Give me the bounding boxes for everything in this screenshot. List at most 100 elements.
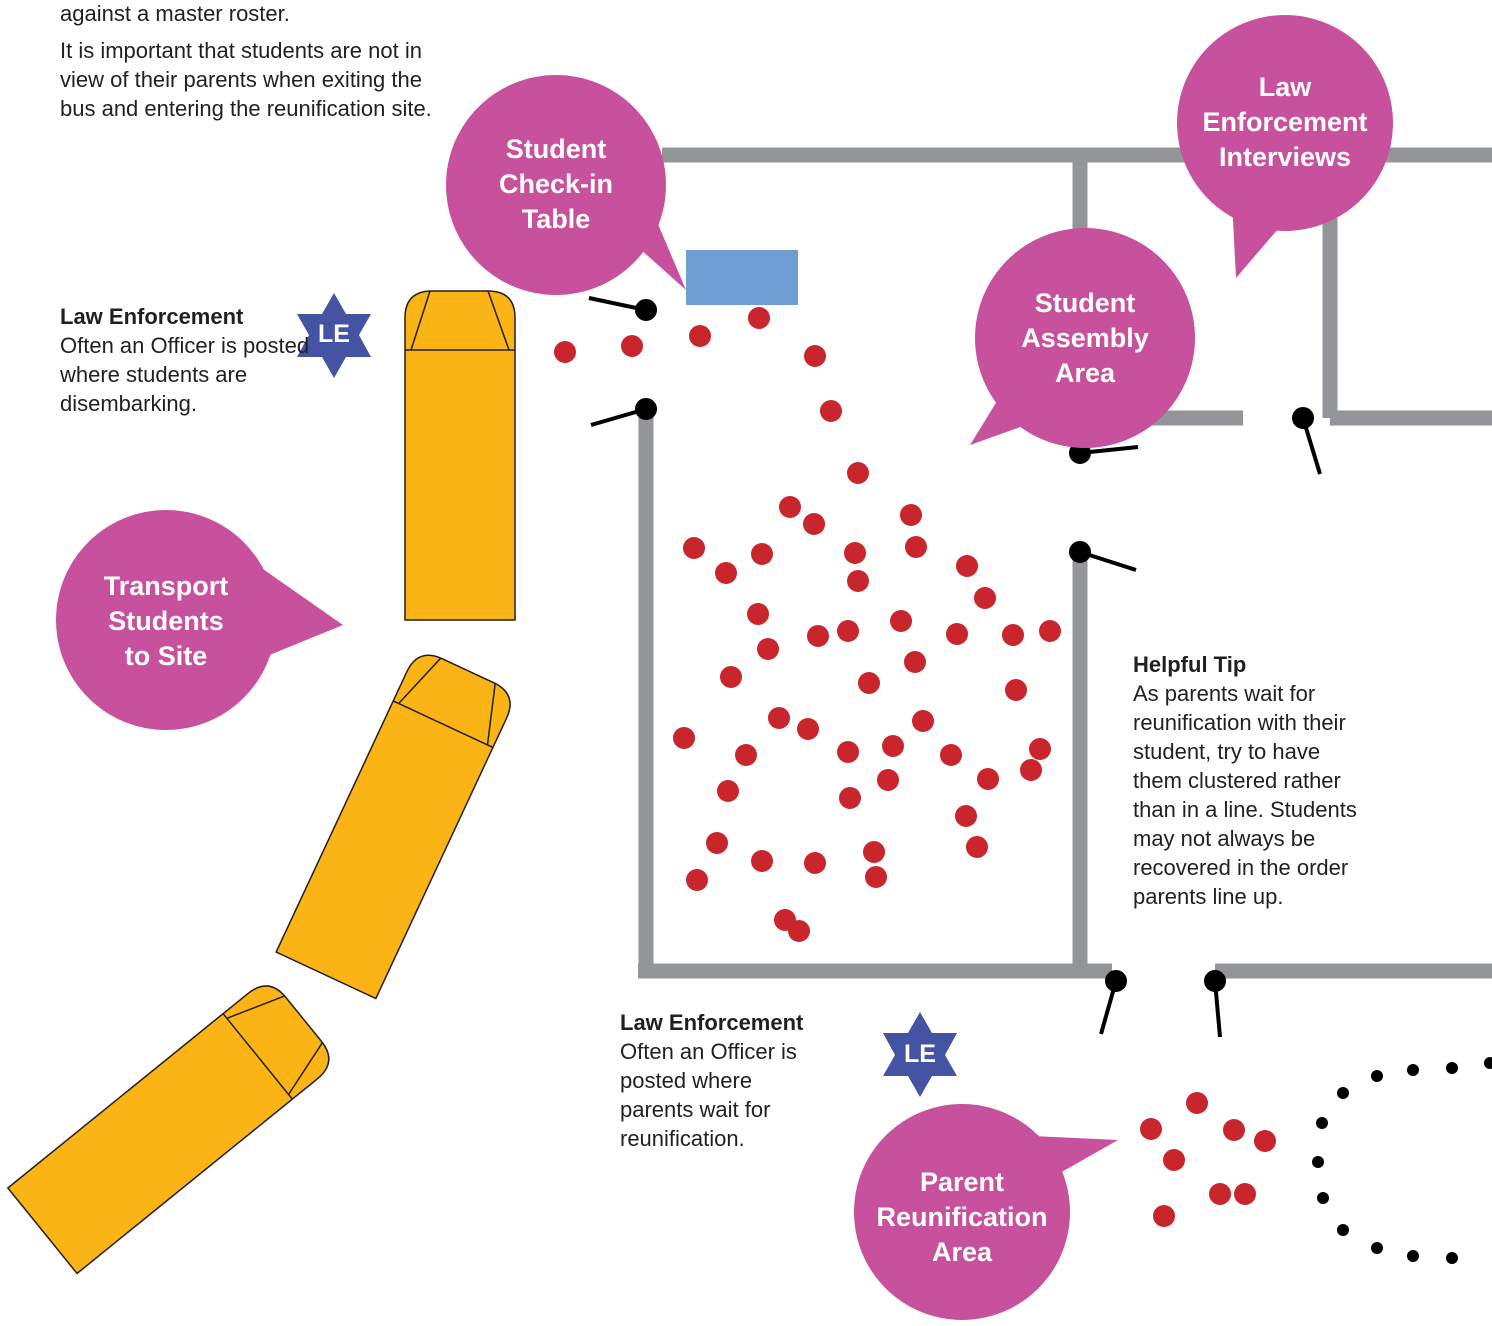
person-dot-icon [768,707,790,729]
bubble-parent-line-2: Reunification [876,1202,1048,1232]
person-dot-icon [847,570,869,592]
intro-text: against a master roster. It is important… [60,0,450,123]
person-dot-icon [966,836,988,858]
speech-bubbles [56,15,1393,1320]
bubble-check-in-line-3: Table [521,204,591,234]
person-dot-icon [905,536,927,558]
person-dot-icon [715,562,737,584]
person-dot-icon [807,625,829,647]
bubble-check-in-table [446,75,686,295]
person-dot-icon [779,496,801,518]
door-icon [588,296,657,321]
bubble-interviews-line-3: Interviews [1218,142,1352,172]
person-dot-icon [748,307,770,329]
person-dot-icon [804,345,826,367]
bubble-transport-label: Transport Students to Site [66,569,266,674]
waiting-path-dot [1407,1250,1419,1262]
bubble-check-in-label: Student Check-in Table [456,132,656,237]
person-dot-icon [858,672,880,694]
person-dot-icon [1223,1119,1245,1141]
law-enforcement-star-icon [883,1012,957,1097]
person-dot-icon [1002,624,1024,646]
le-top-note: Law Enforcement Often an Officer is post… [60,302,332,418]
person-dot-icon [844,542,866,564]
bubble-assembly-line-2: Assembly [1021,323,1149,353]
person-dot-icon [683,537,705,559]
person-dot-icon [956,555,978,577]
person-dot-icon [977,768,999,790]
person-dot-icon [689,325,711,347]
person-dot-icon [946,623,968,645]
waiting-path-dot [1312,1156,1324,1168]
bubble-check-in-line-2: Check-in [498,169,614,199]
parent-waiting-path [1312,1057,1492,1264]
person-dot-icon [1020,759,1042,781]
bubble-interviews-label: Law Enforcement Interviews [1180,70,1390,175]
school-bus-icon [404,290,516,621]
bubble-assembly-line-3: Area [1054,358,1116,388]
person-dot-icon [820,400,842,422]
le-badge-bottom-label: LE [904,1040,936,1068]
intro-paragraph: It is important that students are not in… [60,38,432,121]
person-dot-icon [890,610,912,632]
door-icon [590,398,657,427]
person-dot-icon [757,638,779,660]
person-dot-icon [804,852,826,874]
waiting-path-dot [1407,1064,1419,1076]
bubble-parent-reunification [854,1104,1118,1320]
person-dot-icon [863,841,885,863]
bubble-student-assembly-area [970,228,1195,448]
bubble-transport-line-2: Students [108,606,224,636]
person-dot-icon [900,504,922,526]
door-icon [1292,407,1322,475]
waiting-path-dot [1484,1057,1492,1069]
school-bus-icon [6,985,330,1275]
waiting-path-dot [1337,1087,1349,1099]
person-dot-icon [837,741,859,763]
intro-line-roster: against a master roster. [60,1,290,26]
law-enforcement-star-icon [297,293,371,378]
school-bus-icon [275,654,511,1000]
le-top-title: Law Enforcement [60,304,244,329]
person-dot-icon [1005,679,1027,701]
person-dot-icon [955,805,977,827]
bubble-assembly-line-1: Student [1034,288,1136,318]
person-dot-icon [837,620,859,642]
person-dot-icon [865,866,887,888]
person-dot-icon [882,735,904,757]
helpful-tip-title: Helpful Tip [1133,652,1247,677]
person-dot-icon [751,543,773,565]
bubble-check-in-line-1: Student [505,134,607,164]
bubble-parent-label: Parent Reunification Area [852,1165,1072,1270]
person-dot-icon [797,718,819,740]
people [554,307,1276,1227]
bubble-transport-students [56,510,343,730]
bubble-interviews-line-1: Law [1258,72,1312,102]
le-badge-top-label: LE [318,320,350,348]
person-dot-icon [839,787,861,809]
person-dot-icon [1186,1092,1208,1114]
person-dot-icon [904,651,926,673]
person-dot-icon [735,744,757,766]
person-dot-icon [1153,1205,1175,1227]
person-dot-icon [673,727,695,749]
person-dot-icon [720,666,742,688]
person-dot-icon [912,710,934,732]
person-dot-icon [554,341,576,363]
person-dot-icon [974,587,996,609]
le-bottom-note: Law Enforcement Often an Officer is post… [620,1008,850,1153]
check-in-table-icon [686,250,798,305]
person-dot-icon [747,603,769,625]
person-dot-icon [717,780,739,802]
person-dot-icon [1209,1183,1231,1205]
bubble-transport-line-3: to Site [124,641,208,671]
le-bottom-title: Law Enforcement [620,1010,804,1035]
bubble-parent-line-1: Parent [919,1167,1005,1197]
person-dot-icon [1163,1149,1185,1171]
waiting-path-dot [1337,1224,1349,1236]
door-icon [1204,970,1226,1038]
person-dot-icon [1234,1183,1256,1205]
bubble-law-enforcement-interviews [1177,15,1393,278]
waiting-path-dot [1371,1070,1383,1082]
